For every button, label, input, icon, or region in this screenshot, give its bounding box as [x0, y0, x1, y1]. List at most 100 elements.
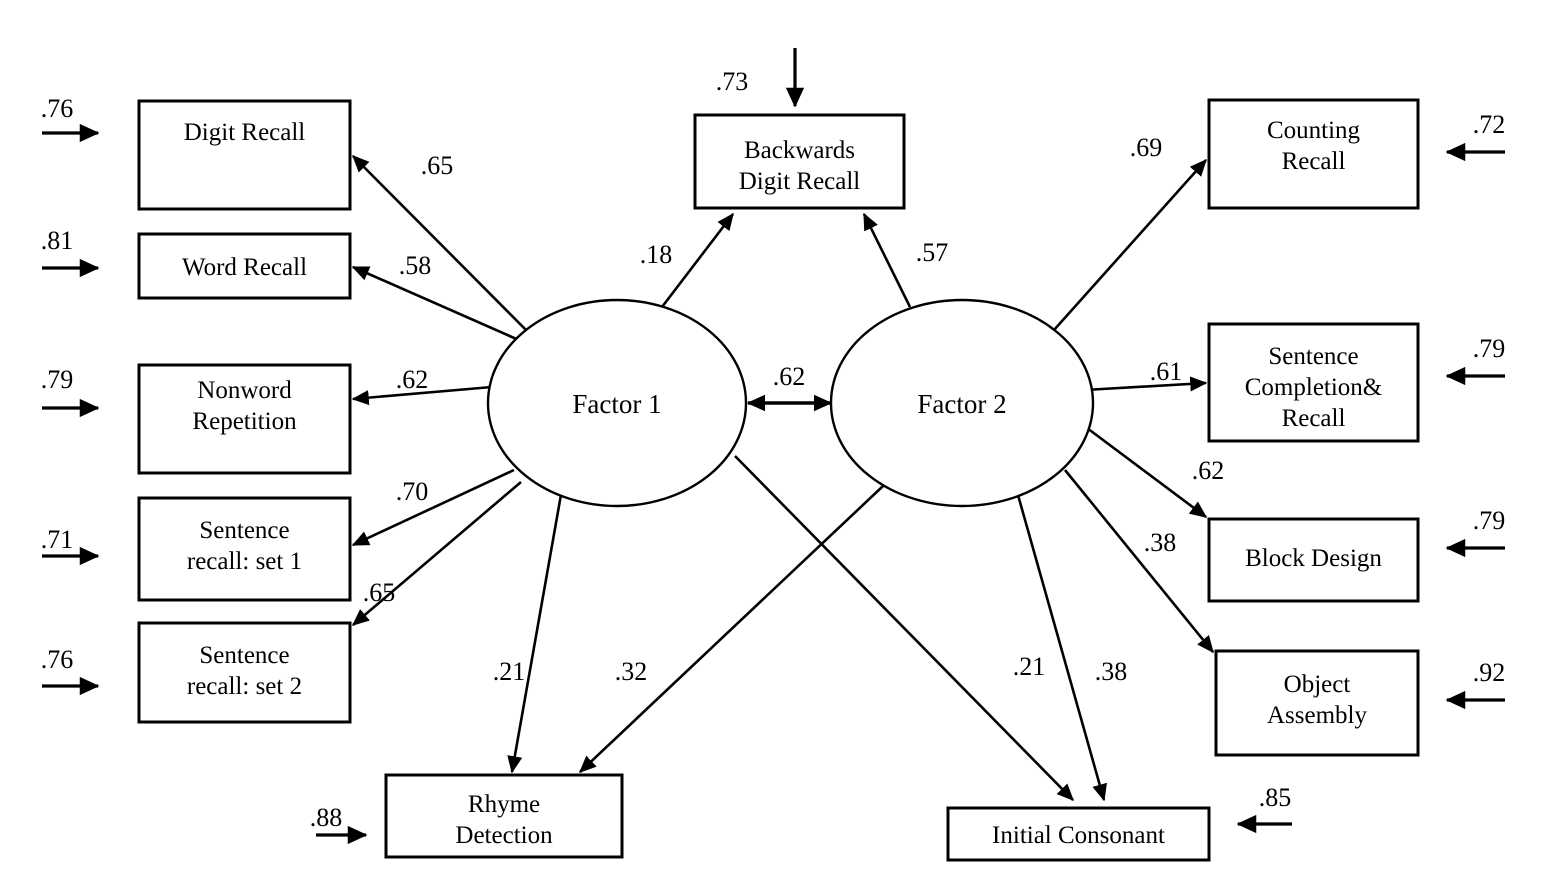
- loading-value-factor2-to-rhyme-detection: .32: [615, 657, 648, 686]
- loading-value-factor2-to-block-design: .62: [1192, 456, 1225, 485]
- ellipse-outline-factor1: [486, 298, 748, 508]
- box-label-sentence-completion-recall: Recall: [1282, 405, 1346, 432]
- residual-value-word-recall: .81: [41, 226, 74, 255]
- box-label-rhyme-detection: Detection: [455, 822, 553, 849]
- residual-value-initial-consonant: .85: [1259, 783, 1292, 812]
- loading-arrow-factor1-to-initial-consonant: [734, 455, 1074, 801]
- box-label-sentence-recall-set2: recall: set 2: [187, 673, 302, 700]
- ellipse-outline-factor2: [829, 298, 1095, 508]
- latent-factor-factor2: Factor 2: [829, 298, 1095, 508]
- box-outline-object-assembly: [1214, 649, 1420, 757]
- residual-value-backwards-digit-recall: .73: [716, 67, 749, 96]
- box-outline-digit-recall: [137, 99, 352, 211]
- box-label-sentence-completion-recall: Completion&: [1245, 374, 1383, 401]
- box-label-sentence-completion-recall: Sentence: [1268, 343, 1358, 370]
- loading-value-factor1-to-initial-consonant: .21: [1013, 652, 1046, 681]
- box-label-sentence-recall-set1: recall: set 1: [187, 548, 302, 575]
- residual-value-counting-recall: .72: [1473, 110, 1506, 139]
- observed-variable-sentence-recall-set2: Sentence recall: set 2: [137, 621, 352, 724]
- residual-value-nonword-repetition: .79: [41, 365, 74, 394]
- box-label-counting-recall: Recall: [1282, 148, 1346, 175]
- loading-arrow-factor1-to-word-recall: [351, 265, 522, 343]
- box-outline-sentence-completion-recall: [1207, 322, 1420, 443]
- latent-factor-ellipses: Factor 1 Factor 2: [486, 298, 1095, 508]
- loading-arrow-factor1-to-digit-recall: [352, 155, 530, 334]
- box-outline-nonword-repetition: [137, 363, 352, 475]
- loading-value-factor1-to-sentence-recall-set2: .65: [363, 578, 396, 607]
- observed-variable-block-design: Block Design: [1207, 517, 1420, 603]
- loading-value-factor2-to-backwards-digit-recall: .57: [916, 238, 949, 267]
- loading-arrow-factor2-to-object-assembly: [1063, 469, 1215, 654]
- box-label-sentence-recall-set1: Sentence: [199, 517, 289, 544]
- loading-arrow-factor1-to-rhyme-detection: [507, 488, 564, 774]
- box-label-rhyme-detection: Rhyme: [468, 791, 540, 818]
- box-outline-counting-recall: [1207, 98, 1420, 210]
- loading-arrow-factor1-to-backwards-digit-recall: [660, 212, 735, 308]
- loading-arrow-factor1-to-nonword-repetition: [351, 385, 493, 406]
- loading-value-factor1-to-rhyme-detection: .21: [493, 657, 526, 686]
- residual-value-object-assembly: .92: [1473, 658, 1506, 687]
- residual-arrows: [42, 48, 1505, 845]
- coefficient-labels: .65 .58 .62 .70 .65 .18 .57 .69 .61 .62 .38 .38 .21.…: [41, 67, 1506, 832]
- observed-variable-initial-consonant: Initial Consonant: [946, 806, 1211, 862]
- latent-factor-factor1: Factor 1: [486, 298, 748, 508]
- loading-value-factor1-to-digit-recall: .65: [421, 151, 454, 180]
- box-outline-sentence-recall-set2: [137, 621, 352, 724]
- loading-value-factor1-to-word-recall: .58: [399, 251, 432, 280]
- box-outline-initial-consonant: [946, 806, 1211, 862]
- box-label-counting-recall: Counting: [1267, 117, 1361, 144]
- box-label-object-assembly: Assembly: [1267, 702, 1368, 729]
- box-outline-word-recall: [137, 232, 352, 300]
- box-label-object-assembly: Object: [1284, 671, 1351, 698]
- correlation-value: .62: [773, 362, 806, 391]
- loading-arrow-factor1-to-sentence-recall-set2: [351, 481, 522, 626]
- box-outline-rhyme-detection: [384, 773, 624, 859]
- box-label-initial-consonant: Initial Consonant: [992, 822, 1165, 849]
- loading-value-factor1-to-backwards-digit-recall: .18: [640, 240, 673, 269]
- loading-arrow-factor2-to-sentence-completion-recall: [1084, 376, 1208, 392]
- loading-value-factor2-to-initial-consonant: .38: [1095, 657, 1128, 686]
- loading-arrow-factor2-to-counting-recall: [1053, 158, 1207, 331]
- box-label-block-design: Block Design: [1245, 545, 1382, 572]
- loading-value-factor2-to-sentence-completion-recall: .61: [1150, 357, 1183, 386]
- residual-value-rhyme-detection: .88: [310, 803, 343, 832]
- loading-arrow-factor2-to-initial-consonant: [1016, 494, 1107, 802]
- observed-variable-word-recall: Word Recall: [137, 232, 352, 300]
- box-label-nonword-repetition: Repetition: [192, 408, 297, 435]
- residual-value-sentence-recall-set2: .76: [41, 645, 74, 674]
- box-outline-block-design: [1207, 517, 1420, 603]
- residual-value-digit-recall: .76: [41, 94, 74, 123]
- box-label-sentence-recall-set2: Sentence: [199, 642, 289, 669]
- box-label-backwards-digit-recall: Backwards: [744, 137, 855, 164]
- box-label-backwards-digit-recall: Digit Recall: [739, 168, 861, 195]
- loading-arrow-factor2-to-backwards-digit-recall: [862, 212, 912, 308]
- factor-loading-arrows: [351, 155, 1215, 802]
- observed-variable-digit-recall: Digit Recall: [137, 99, 352, 211]
- loading-arrow-factor1-to-sentence-recall-set1: [351, 468, 515, 547]
- box-label-word-recall: Word Recall: [182, 254, 307, 281]
- residual-value-sentence-recall-set1: .71: [41, 525, 74, 554]
- factor-label-factor1: Factor 1: [572, 389, 661, 419]
- loading-arrow-factor2-to-block-design: [1082, 423, 1208, 519]
- residual-value-block-design: .79: [1473, 506, 1506, 535]
- loading-value-factor2-to-counting-recall: .69: [1130, 133, 1163, 162]
- residual-value-sentence-completion-recall: .79: [1473, 334, 1506, 363]
- loading-value-factor1-to-sentence-recall-set1: .70: [396, 477, 429, 506]
- box-outline-backwards-digit-recall: [693, 113, 906, 210]
- factor-label-factor2: Factor 2: [917, 389, 1006, 419]
- loading-value-factor1-to-nonword-repetition: .62: [396, 365, 429, 394]
- loading-value-factor2-to-object-assembly: .38: [1144, 528, 1177, 557]
- box-outline-sentence-recall-set1: [137, 496, 352, 602]
- observed-variable-sentence-recall-set1: Sentence recall: set 1: [137, 496, 352, 602]
- box-label-digit-recall: Digit Recall: [184, 119, 306, 146]
- box-label-nonword-repetition: Nonword: [197, 377, 292, 404]
